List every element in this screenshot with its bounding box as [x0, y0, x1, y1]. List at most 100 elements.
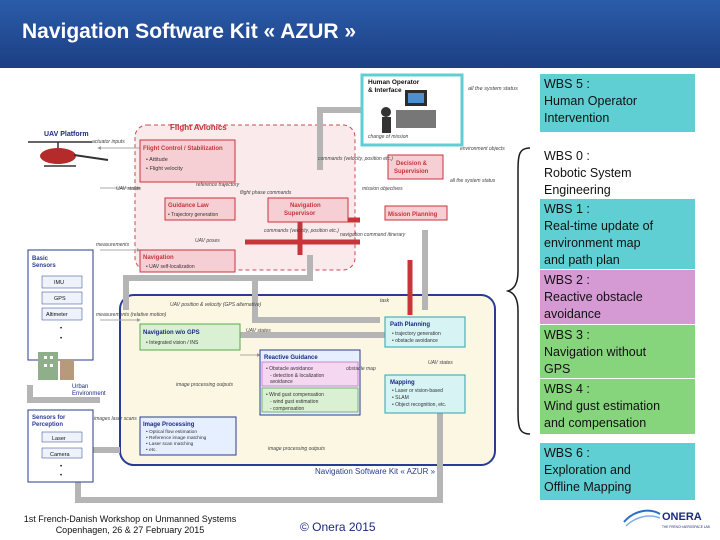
guidance-law-title: Guidance Law	[168, 203, 209, 209]
flight-control-title: Flight Control / Stabilization	[143, 146, 223, 152]
svg-text:IMU: IMU	[54, 280, 64, 286]
svg-text:• Wind gust compensation: • Wind gust compensation	[266, 392, 324, 398]
wbs-2-box: WBS 2 : Reactive obstacle avoidance	[540, 270, 695, 324]
svg-text:- compensation: - compensation	[270, 406, 304, 412]
image-processing-title: Image Processing	[143, 422, 195, 428]
page-title: Navigation Software Kit « AZUR »	[22, 20, 357, 43]
svg-text:ONERA: ONERA	[662, 511, 702, 523]
workshop-line-1: 1st French-Danish Workshop on Unmanned S…	[23, 514, 237, 524]
mission-planning-title: Mission Planning	[388, 212, 438, 218]
svg-text:- wind gust estimation: - wind gust estimation	[270, 399, 319, 405]
svg-text:•: •	[60, 464, 62, 470]
path-planning-title: Path Planning	[390, 322, 430, 328]
sensors-perception-box	[27, 409, 94, 483]
navigation-box	[139, 249, 236, 273]
label-actuator-inputs: actuator inputs	[92, 139, 125, 145]
svg-text:avoidance: avoidance	[270, 379, 293, 385]
mapping-title: Mapping	[390, 380, 415, 386]
label-measurements-relative: measurements (relative motion)	[96, 312, 167, 318]
label-commands-velocity: commands (velocity, position etc.)	[318, 156, 393, 162]
copyright: © Onera 2015	[300, 520, 376, 534]
label-commands-velocity-2: commands (velocity, position etc.)	[264, 228, 339, 234]
workshop-line-2: Copenhagen, 26 & 27 February 2015	[55, 525, 205, 535]
label-flight-phase-commands: flight phase commands	[240, 190, 292, 196]
svg-text:• Obstacle avoidance: • Obstacle avoidance	[266, 366, 313, 372]
svg-text:• trajectory generation: • trajectory generation	[392, 331, 441, 337]
wbs-0-box: WBS 0 : Robotic System Engineering	[540, 146, 695, 199]
label-image-processing-outputs-2: image processing outputs	[268, 446, 325, 452]
svg-text:•: •	[60, 326, 62, 332]
label-environment-objects: environment objects	[460, 146, 505, 152]
svg-text:- detection & localization: - detection & localization	[270, 373, 324, 379]
label-uav-position-velocity: UAV position & velocity (GPS alternative…	[170, 302, 261, 308]
svg-text:• etc.: • etc.	[146, 447, 157, 453]
sensor-gps	[41, 291, 83, 305]
label-uav-poses: UAV poses	[195, 238, 220, 244]
nav-wo-gps-box	[139, 323, 241, 351]
image-processing-box	[139, 416, 237, 456]
nav-wo-gps-item: • Integrated vision / INS	[146, 340, 199, 346]
guidance-law-box	[164, 197, 236, 221]
wbs-1-box: WBS 1 : Real-time update of environment …	[540, 199, 695, 269]
urban-environment-icon	[38, 352, 74, 380]
operator-station-icon	[381, 90, 436, 133]
sensor-imu	[41, 275, 83, 289]
wbs-6-box: WBS 6 : Exploration and Offline Mapping	[540, 443, 695, 500]
urban-environment-label: Urban Environment	[72, 384, 106, 397]
label-images-laser-scans: images laser scans	[94, 416, 137, 422]
guidance-law-item: • Trajectory generation	[168, 212, 218, 218]
decision-box	[387, 154, 444, 180]
onera-logo: ONERA THE FRENCH AEROSPACE LAB	[623, 509, 710, 529]
basic-sensors-title: Basic Sensors	[32, 256, 56, 269]
label-image-processing-outputs: image processing outputs	[176, 382, 233, 388]
architecture-diagram: Flight Avionics Navigation Software Kit …	[0, 70, 540, 510]
wbs-3-box: WBS 3 : Navigation without GPS	[540, 325, 695, 378]
label-all-system-status-2: all the system status	[450, 178, 496, 184]
label-navigation-command: navigation command itinerary	[340, 232, 406, 238]
svg-text:Camera: Camera	[50, 452, 71, 458]
sensors-perception-title: Sensors for Perception	[32, 415, 67, 428]
svg-text:• Object recognition, etc.: • Object recognition, etc.	[392, 402, 446, 408]
svg-text:• SLAM: • SLAM	[392, 395, 409, 401]
flight-control-box	[139, 139, 236, 183]
label-obstacle-map: obstacle map	[346, 366, 376, 372]
nav-wo-gps-title: Navigation w/o GPS	[143, 330, 200, 336]
header-bar: Navigation Software Kit « AZUR »	[0, 0, 720, 68]
nav-supervisor-box	[267, 197, 349, 223]
flight-avionics-label: Flight Avionics	[170, 123, 227, 132]
svg-text:•: •	[60, 473, 62, 479]
svg-text:• Reference image matching: • Reference image matching	[146, 435, 207, 441]
svg-text:THE FRENCH AEROSPACE LAB: THE FRENCH AEROSPACE LAB	[662, 525, 710, 529]
flight-control-item: • Flight velocity	[146, 166, 183, 172]
label-uav-states: UAV states	[116, 186, 141, 192]
navigation-item: • UAV self-localization	[146, 264, 195, 270]
nav-supervisor-title: Navigation Supervisor	[284, 203, 322, 217]
svg-text:• obstacle avoidance: • obstacle avoidance	[392, 338, 438, 344]
label-reference-trajectory: reference trajectory	[196, 182, 240, 188]
svg-text:GPS: GPS	[54, 296, 66, 302]
human-operator-label: Human Operator & Interface	[368, 79, 421, 94]
navigation-title: Navigation	[143, 255, 174, 261]
svg-text:Altimeter: Altimeter	[46, 312, 68, 318]
reactive-guidance-title: Reactive Guidance	[264, 355, 318, 361]
mission-planning-box	[384, 205, 448, 221]
svg-text:•: •	[60, 336, 62, 342]
svg-text:• Laser scan matching: • Laser scan matching	[146, 441, 194, 447]
label-task: task	[380, 298, 390, 304]
mapping-box	[384, 374, 466, 414]
curly-brace	[506, 147, 531, 435]
label-change-of-mission: change of mission	[368, 134, 409, 140]
sensor-altimeter	[41, 307, 83, 321]
label-all-system-status: all the system status	[468, 86, 518, 92]
svg-text:• Optical flow estimation: • Optical flow estimation	[146, 429, 197, 435]
svg-text:• Laser or vision-based: • Laser or vision-based	[392, 388, 443, 394]
workshop-info: 1st French-Danish Workshop on Unmanned S…	[15, 514, 245, 536]
svg-text:Laser: Laser	[52, 436, 66, 442]
nav-kit-label: Navigation Software Kit « AZUR »	[315, 467, 436, 476]
flight-control-item: • Attitude	[146, 157, 168, 163]
label-uav-states-3: UAV states	[428, 360, 453, 366]
decision-title: Decision & Supervision	[394, 161, 429, 175]
wbs-5-box: WBS 5 : Human Operator Intervention	[540, 74, 695, 132]
label-measurements: measurements	[96, 242, 130, 248]
label-uav-states-2: UAV states	[246, 328, 271, 334]
